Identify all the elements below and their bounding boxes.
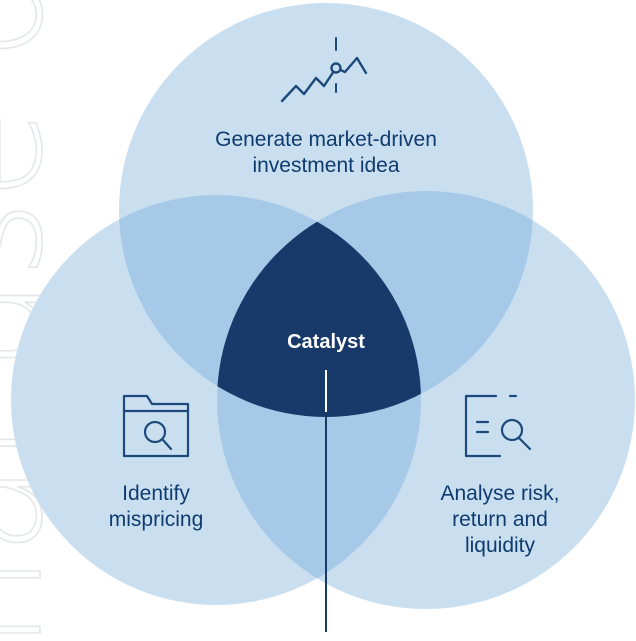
market-trend-chart-icon [280, 37, 368, 103]
top-circle-label-line1: Generate market-driven [215, 128, 437, 151]
right-circle-label-line1: Analyse risk, [440, 482, 559, 505]
right-circle-label-line3: liquidity [465, 534, 536, 557]
left-circle-label-line1: Identify [122, 482, 190, 505]
top-circle-label-line2: investment idea [252, 154, 399, 177]
right-circle-label-line2: return and [452, 508, 548, 531]
folder-search-icon [122, 394, 190, 458]
document-search-icon [464, 394, 532, 458]
catalyst-label: Catalyst [287, 331, 365, 353]
catalyst-region [217, 195, 421, 417]
left-circle-label-line2: mispricing [109, 508, 204, 531]
